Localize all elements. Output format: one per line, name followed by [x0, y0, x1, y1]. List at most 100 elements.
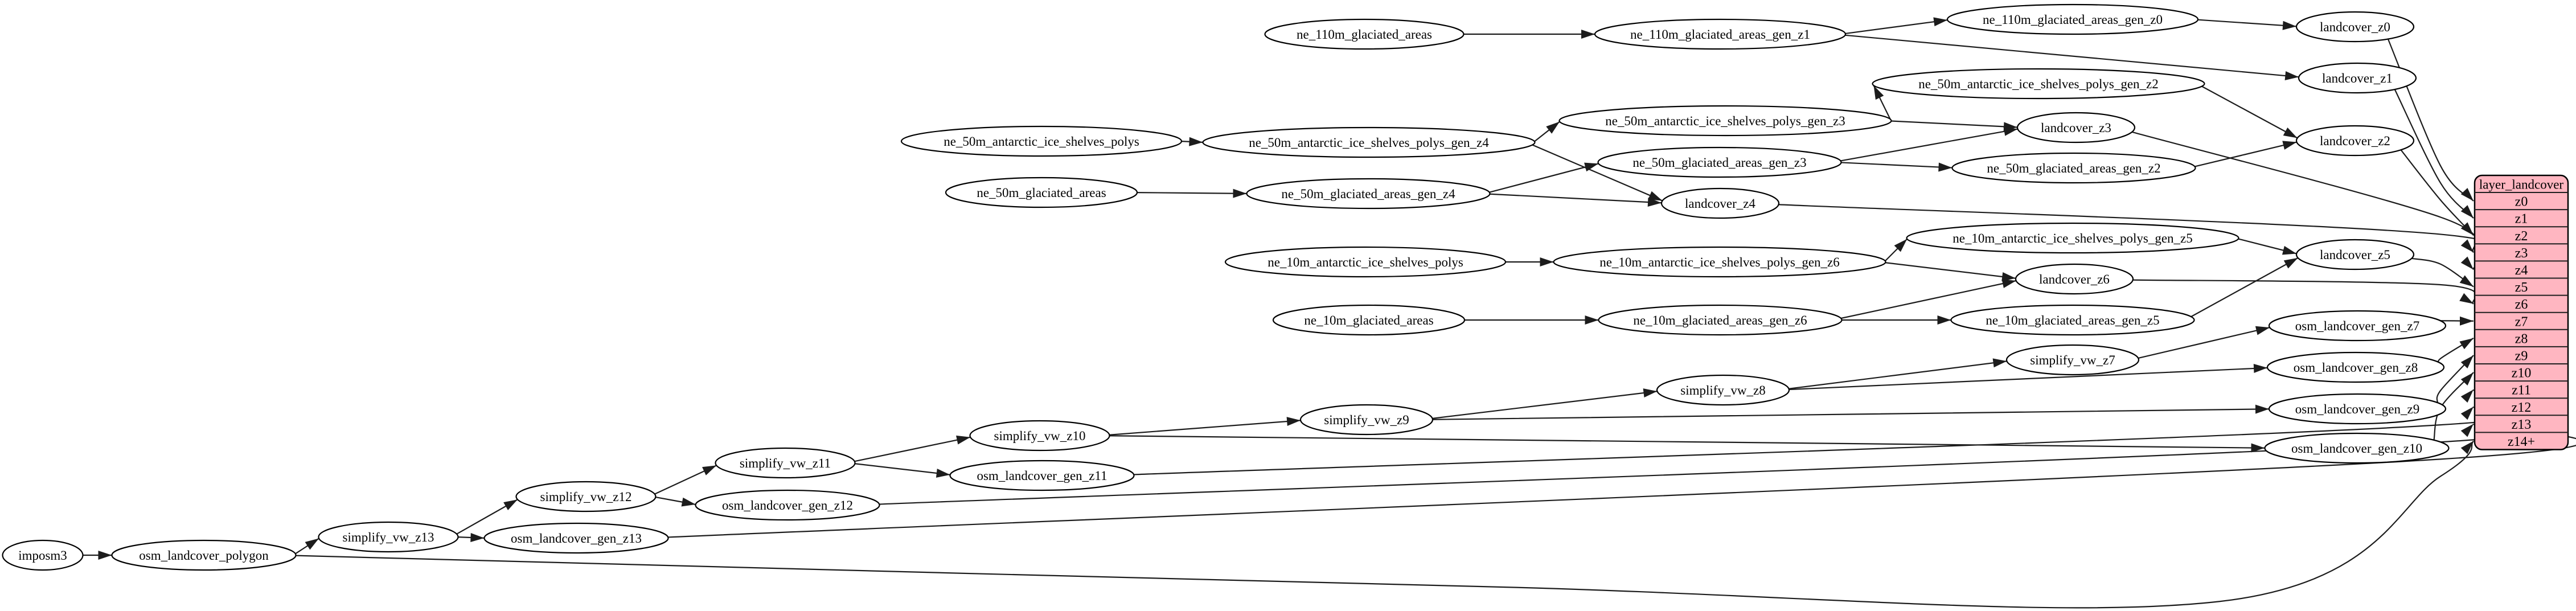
edge-ne_110m_glaciated_areas_gen_z1-to-landcover_z1 [1845, 34, 2299, 80]
node-ellipse-ne_50m_antarctic_ice_shelves_polys [900, 125, 1183, 157]
node-ne_50m_glaciated_areas_gen_z2: ne_50m_glaciated_areas_gen_z2 [1951, 152, 2196, 184]
edge-osm_landcover_polygon-to-z14+ [296, 440, 2474, 609]
edge-simplify_vw_z10-to-simplify_vw_z9 [1109, 417, 1301, 436]
node-label-landcover_z0: landcover_z0 [2320, 20, 2390, 34]
node-ne_10m_antarctic_ice_shelves_polys_gen_z6: ne_10m_antarctic_ice_shelves_polys_gen_z… [1553, 246, 1886, 278]
node-ellipse-osm_landcover_gen_z12 [695, 489, 880, 521]
edge-simplify_vw_z8-to-osm_landcover_gen_z8 [1789, 364, 2268, 391]
node-ne_10m_antarctic_ice_shelves_polys_gen_z5: ne_10m_antarctic_ice_shelves_polys_gen_z… [1906, 222, 2239, 254]
edge-ne_50m_antarctic_ice_shelves_polys_gen_z4-to-landcover_z4 [1532, 144, 1663, 202]
node-ellipse-osm_landcover_gen_z11 [949, 460, 1135, 491]
edge-ne_10m_glaciated_areas_gen_z5-to-landcover_z5 [2191, 257, 2299, 318]
node-ne_50m_glaciated_areas: ne_50m_glaciated_areas [945, 177, 1138, 208]
node-label-ne_50m_glaciated_areas_gen_z3: ne_50m_glaciated_areas_gen_z3 [1632, 155, 1806, 170]
table-row-z9: z9 [2515, 348, 2528, 363]
node-ne_10m_glaciated_areas: ne_10m_glaciated_areas [1272, 304, 1466, 336]
node-simplify_vw_z7: simplify_vw_z7 [2005, 344, 2140, 376]
node-simplify_vw_z8: simplify_vw_z8 [1656, 374, 1790, 406]
node-osm_landcover_gen_z8: osm_landcover_gen_z8 [2266, 351, 2445, 383]
edge-ne_50m_antarctic_ice_shelves_polys_gen_z3-to-ne_50m_antarctic_ice_shelves_polys_gen_z2 [1873, 85, 1891, 120]
node-imposm3: imposm3 [2, 539, 84, 571]
table-row-z5: z5 [2515, 280, 2528, 295]
node-label-ne_50m_antarctic_ice_shelves_polys_gen_z2: ne_50m_antarctic_ice_shelves_polys_gen_z… [1918, 77, 2159, 91]
edge-ne_50m_glaciated_areas_gen_z4-to-ne_50m_glaciated_areas_gen_z3 [1489, 162, 1599, 193]
node-ellipse-ne_10m_antarctic_ice_shelves_polys_gen_z6 [1553, 246, 1886, 278]
node-ellipse-osm_landcover_gen_z8 [2266, 351, 2445, 383]
edge-ne_50m_antarctic_ice_shelves_polys_gen_z4-to-ne_50m_antarctic_ice_shelves_polys_gen_z3 [1534, 121, 1560, 142]
node-ne_50m_glaciated_areas_gen_z3: ne_50m_glaciated_areas_gen_z3 [1597, 146, 1842, 178]
node-label-ne_50m_antarctic_ice_shelves_polys_gen_z3: ne_50m_antarctic_ice_shelves_polys_gen_z… [1605, 114, 1845, 128]
node-ellipse-ne_10m_glaciated_areas [1272, 304, 1466, 336]
table-row-z8: z8 [2515, 331, 2528, 346]
node-osm_landcover_gen_z10: osm_landcover_gen_z10 [2264, 432, 2450, 464]
node-ellipse-osm_landcover_gen_z10 [2264, 432, 2450, 464]
node-landcover_z0: landcover_z0 [2295, 11, 2415, 43]
edge-simplify_vw_z8-to-simplify_vw_z7 [1789, 358, 2007, 389]
edge-ne_110m_glaciated_areas_gen_z0-to-landcover_z0 [2197, 19, 2297, 30]
node-label-osm_landcover_gen_z13: osm_landcover_gen_z13 [511, 531, 642, 546]
layer-landcover-table: layer_landcoverz0z1z2z3z4z5z6z7z8z9z10z1… [2474, 174, 2569, 450]
edge-osm_landcover_polygon-to-simplify_vw_z13 [295, 538, 319, 555]
node-ellipse-ne_110m_glaciated_areas_gen_z1 [1594, 18, 1847, 50]
table-row-z0: z0 [2515, 195, 2528, 210]
node-landcover_z4: landcover_z4 [1660, 187, 1780, 219]
table-row-z2: z2 [2515, 229, 2528, 244]
node-ellipse-ne_10m_antarctic_ice_shelves_polys [1224, 246, 1507, 278]
node-label-ne_50m_glaciated_areas_gen_z2: ne_50m_glaciated_areas_gen_z2 [1987, 161, 2160, 175]
node-landcover_z1: landcover_z1 [2298, 62, 2417, 94]
edge-ne_50m_antarctic_ice_shelves_polys-to-ne_50m_antarctic_ice_shelves_polys_gen_z4 [1181, 137, 1203, 146]
table-row-z10: z10 [2512, 366, 2532, 381]
edge-simplify_vw_z7-to-osm_landcover_gen_z7 [2138, 326, 2270, 359]
node-label-ne_50m_antarctic_ice_shelves_polys_gen_z4: ne_50m_antarctic_ice_shelves_polys_gen_z… [1249, 136, 1489, 150]
node-label-landcover_z5: landcover_z5 [2320, 248, 2390, 262]
edge-simplify_vw_z13-to-osm_landcover_gen_z13 [458, 532, 485, 542]
node-label-landcover_z6: landcover_z6 [2039, 272, 2110, 286]
table-row-z3: z3 [2515, 246, 2528, 261]
node-label-ne_50m_antarctic_ice_shelves_polys: ne_50m_antarctic_ice_shelves_polys [944, 134, 1139, 149]
node-simplify_vw_z9: simplify_vw_z9 [1299, 404, 1434, 436]
node-landcover_z6: landcover_z6 [2015, 263, 2134, 295]
node-label-osm_landcover_polygon: osm_landcover_polygon [139, 548, 269, 563]
node-label-ne_10m_antarctic_ice_shelves_polys: ne_10m_antarctic_ice_shelves_polys [1268, 255, 1463, 269]
nodes-layer: imposm3 osm_landcover_polygon simplify_vw_… [2, 3, 2450, 571]
node-ne_50m_antarctic_ice_shelves_polys_gen_z4: ne_50m_antarctic_ice_shelves_polys_gen_z… [1202, 126, 1536, 158]
node-label-ne_50m_glaciated_areas: ne_50m_glaciated_areas [977, 186, 1106, 200]
node-ellipse-ne_10m_antarctic_ice_shelves_polys_gen_z5 [1906, 222, 2239, 254]
node-ellipse-ne_50m_glaciated_areas_gen_z4 [1246, 178, 1491, 210]
node-ellipse-osm_landcover_gen_z9 [2268, 393, 2447, 425]
node-label-simplify_vw_z13: simplify_vw_z13 [343, 530, 434, 544]
node-landcover_z2: landcover_z2 [2295, 125, 2415, 157]
node-simplify_vw_z12: simplify_vw_z12 [515, 481, 657, 512]
edge-ne_50m_antarctic_ice_shelves_polys_gen_z2-to-landcover_z2 [2201, 85, 2298, 139]
edge-landcover_z0-to-z0 [2387, 39, 2474, 202]
node-label-ne_10m_glaciated_areas_gen_z6: ne_10m_glaciated_areas_gen_z6 [1633, 313, 1807, 327]
node-ellipse-landcover_z5 [2295, 239, 2415, 270]
node-ellipse-landcover_z3 [2016, 112, 2136, 143]
node-ellipse-ne_50m_antarctic_ice_shelves_polys_gen_z3 [1558, 105, 1892, 137]
node-osm_landcover_gen_z13: osm_landcover_gen_z13 [483, 522, 669, 554]
node-label-ne_10m_glaciated_areas: ne_10m_glaciated_areas [1304, 313, 1433, 327]
node-ne_110m_glaciated_areas_gen_z0: ne_110m_glaciated_areas_gen_z0 [1946, 3, 2199, 35]
node-label-simplify_vw_z7: simplify_vw_z7 [2030, 353, 2115, 367]
node-label-simplify_vw_z12: simplify_vw_z12 [540, 490, 632, 504]
node-label-osm_landcover_gen_z7: osm_landcover_gen_z7 [2295, 319, 2419, 333]
node-label-ne_110m_glaciated_areas: ne_110m_glaciated_areas [1297, 27, 1432, 42]
node-ellipse-simplify_vw_z7 [2005, 344, 2140, 376]
node-osm_landcover_gen_z7: osm_landcover_gen_z7 [2268, 310, 2447, 342]
edge-ne_50m_glaciated_areas_gen_z3-to-ne_50m_glaciated_areas_gen_z2 [1841, 162, 1952, 172]
node-ne_10m_glaciated_areas_gen_z6: ne_10m_glaciated_areas_gen_z6 [1598, 304, 1843, 336]
node-label-ne_110m_glaciated_areas_gen_z0: ne_110m_glaciated_areas_gen_z0 [1983, 13, 2163, 27]
table-row-z4: z4 [2515, 263, 2528, 278]
node-ne_10m_antarctic_ice_shelves_polys: ne_10m_antarctic_ice_shelves_polys [1224, 246, 1507, 278]
node-ellipse-ne_50m_glaciated_areas_gen_z2 [1951, 152, 2196, 184]
node-label-simplify_vw_z11: simplify_vw_z11 [740, 456, 831, 470]
edge-ne_10m_antarctic_ice_shelves_polys_gen_z5-to-landcover_z5 [2238, 238, 2297, 255]
edge-simplify_vw_z9-to-simplify_vw_z8 [1432, 388, 1658, 419]
node-label-landcover_z1: landcover_z1 [2322, 71, 2393, 85]
node-ellipse-simplify_vw_z8 [1656, 374, 1790, 406]
node-ellipse-osm_landcover_polygon [111, 539, 297, 571]
table-row-z14+: z14+ [2508, 434, 2535, 449]
node-ellipse-ne_10m_glaciated_areas_gen_z5 [1950, 304, 2195, 336]
